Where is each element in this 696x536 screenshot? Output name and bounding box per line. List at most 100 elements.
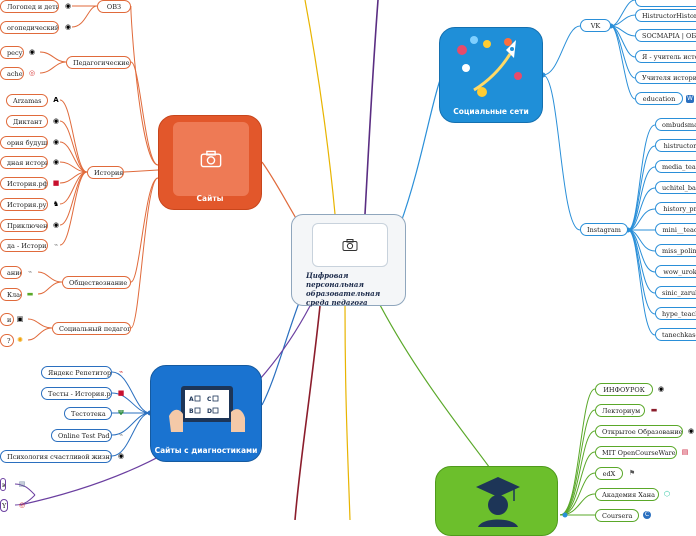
topic-history[interactable]: История [87, 166, 124, 179]
hub-online-education[interactable] [435, 466, 558, 536]
site-item[interactable]: и [0, 313, 14, 326]
image-placeholder [312, 223, 388, 267]
education-item[interactable]: Лекториум [595, 404, 645, 417]
rocket-illustration [457, 36, 522, 97]
link-icon: ⌁ [53, 241, 59, 249]
site-item[interactable]: ание [0, 266, 22, 279]
class-icon: ▬ [26, 290, 34, 298]
topic-social-studies[interactable]: Обществознание [62, 276, 131, 289]
education-item[interactable]: edX [595, 467, 623, 480]
svg-text:C: C [207, 396, 212, 403]
topic-ovz[interactable]: ОВЗ [97, 0, 131, 13]
hub-social-label: Социальные сети [453, 107, 529, 116]
video-icon: ▣ [16, 315, 24, 323]
central-topic[interactable]: Цифровая персональная образовательная ср… [291, 214, 406, 307]
globe-icon: ◉ [52, 138, 60, 146]
arzamas-icon: A [53, 96, 59, 104]
camera-icon [342, 239, 358, 251]
link-icon: ⌁ [118, 431, 124, 439]
globe-icon: ◉ [64, 2, 72, 10]
hub-diagnostic-sites[interactable]: A C B D Сайты с диагностиками [150, 365, 262, 462]
site-item[interactable]: ория будущего [0, 136, 48, 149]
globe-icon: ◉ [64, 23, 72, 31]
bookmark-icon: ■ [52, 179, 60, 187]
instagram-item[interactable]: sinic_zarub [655, 286, 696, 299]
link-icon: ⌁ [27, 268, 33, 276]
hub-sites[interactable]: Сайты [158, 115, 262, 210]
site-item[interactable]: дная история [0, 156, 48, 169]
vk-item[interactable]: HistructorHistory [635, 9, 696, 22]
site-item[interactable]: achers [0, 67, 24, 80]
sun-icon: ✺ [17, 336, 23, 344]
topic-instagram[interactable]: Instagram [580, 223, 628, 236]
instagram-item[interactable]: uchitel_bal [655, 181, 696, 194]
site-item[interactable]: Диктант [6, 115, 48, 128]
diagnostic-item[interactable]: Яндекс Репетитор [41, 366, 112, 379]
chess-icon: ♞ [52, 200, 60, 208]
globe-icon: ◉ [657, 385, 665, 393]
vk-item[interactable]: education [635, 92, 683, 105]
education-item[interactable]: Coursera [595, 509, 639, 522]
target-icon: ◎ [28, 69, 36, 77]
diagnostic-item[interactable]: Психология счастливой жизни - тесты [0, 450, 112, 463]
target-icon: ◎ [18, 501, 26, 509]
site-item[interactable]: История.ру [0, 198, 48, 211]
education-item[interactable]: Академия Хана [595, 488, 659, 501]
site-item[interactable]: Arzamas [6, 94, 48, 107]
vk-icon: W [686, 95, 694, 103]
instagram-item[interactable]: mini__teac [655, 223, 696, 236]
site-item[interactable]: История.рф [0, 177, 48, 190]
purple-item[interactable]: Y [0, 499, 8, 512]
site-item[interactable]: ? [0, 334, 14, 347]
globe-icon: ◉ [52, 221, 60, 229]
hub-diagnostic-label: Сайты с диагностиками [154, 446, 258, 455]
globe-icon: ◉ [117, 452, 125, 460]
psi-icon: Ψ [118, 409, 124, 417]
site-item[interactable]: Логопед и дети [0, 0, 59, 13]
graduate-illustration [476, 477, 520, 527]
vk-item[interactable]: Я - учитель исто [635, 50, 696, 63]
site-item[interactable]: ресурс [0, 46, 24, 59]
site-item[interactable]: Класс [0, 288, 22, 301]
video-icon: ▬ [650, 406, 658, 414]
hub-social-networks[interactable]: Социальные сети [439, 27, 543, 123]
site-item[interactable]: Приключений [0, 219, 48, 232]
site-item[interactable]: огопедический портал [0, 21, 59, 34]
central-topic-title: Цифровая персональная образовательная ср… [306, 271, 381, 307]
vk-item[interactable] [635, 0, 696, 7]
image-placeholder [173, 122, 249, 196]
tablet-test-illustration: A C B D [169, 386, 245, 432]
purple-item[interactable]: ю [0, 478, 6, 491]
education-item[interactable]: MIT OpenCourseWare [595, 446, 677, 459]
instagram-item[interactable]: miss_polina [655, 244, 696, 257]
instagram-item[interactable]: media_teac [655, 160, 696, 173]
topic-social-pedagogue[interactable]: Социальный педагог [52, 322, 131, 335]
instagram-item[interactable]: ombudsman [655, 118, 696, 131]
topic-pedagogical[interactable]: Педагогические [66, 56, 131, 69]
site-item[interactable]: да - История [0, 239, 48, 252]
link-icon: ⌁ [118, 368, 124, 376]
bookmark-icon: ■ [117, 389, 125, 397]
diagnostic-item[interactable]: Тесты - История.рф [41, 387, 112, 400]
camera-icon [200, 150, 222, 168]
instagram-item[interactable]: history_pr [655, 202, 696, 215]
instagram-item[interactable]: tanechkasc [655, 328, 696, 341]
khan-icon: ⬡ [663, 490, 671, 498]
connector-lines [14, 0, 656, 520]
flag-icon: ▤ [681, 448, 689, 456]
education-item[interactable]: ИНФОУРОК [595, 383, 653, 396]
vk-item[interactable]: SOCMAPIA | ОБЩ [635, 29, 696, 42]
instagram-item[interactable]: histructor [655, 139, 696, 152]
diagnostic-item[interactable]: Online Test Pad [51, 429, 112, 442]
topic-vk[interactable]: VK [580, 19, 611, 32]
vk-item[interactable]: Учителя истории [635, 71, 696, 84]
instagram-item[interactable]: wow_urok [655, 265, 696, 278]
hub-sites-label: Сайты [196, 194, 224, 203]
globe-icon: ◉ [52, 117, 60, 125]
instagram-item[interactable]: hype_teach [655, 307, 696, 320]
coursera-icon: C [643, 511, 651, 519]
education-item[interactable]: Открытое Образование [595, 425, 683, 438]
flag-icon: ⚑ [628, 469, 636, 477]
svg-text:A: A [189, 396, 194, 403]
diagnostic-item[interactable]: Тестотека [64, 407, 112, 420]
